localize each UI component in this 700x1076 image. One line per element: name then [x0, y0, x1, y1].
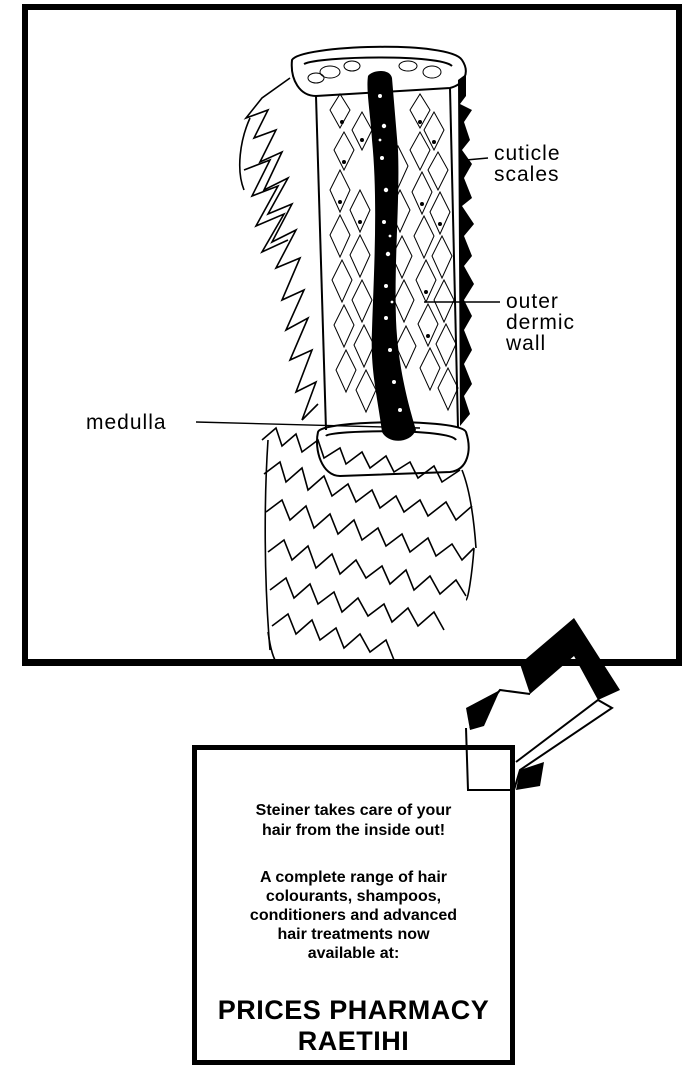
advertisement-box: Steiner takes care of your hair from the…	[192, 745, 515, 1065]
cuticle-scales-right-edge	[458, 74, 474, 426]
ad-body-text: A complete range of hair colourants, sha…	[249, 869, 458, 962]
cuticle-scales-lower	[261, 426, 477, 663]
ad-tagline: Steiner takes care of your hair from the…	[255, 802, 452, 839]
dermic-wall-cells	[329, 93, 459, 414]
cuticle-scales-label: cuticle scales	[494, 142, 561, 186]
outer-dermic-wall-label: outer dermic wall	[506, 290, 576, 355]
label-leader-lines	[195, 157, 500, 429]
top-cross-section	[307, 60, 442, 84]
medulla-spots	[378, 94, 402, 412]
cuticle-scales-left	[238, 77, 319, 421]
medulla-core	[367, 71, 416, 441]
hair-diagram-frame	[22, 4, 682, 666]
hair-shaft-outline	[290, 45, 470, 478]
store-name: PRICES PHARMACY RAETIHI	[217, 995, 490, 1056]
medulla-label: medulla	[86, 411, 167, 434]
